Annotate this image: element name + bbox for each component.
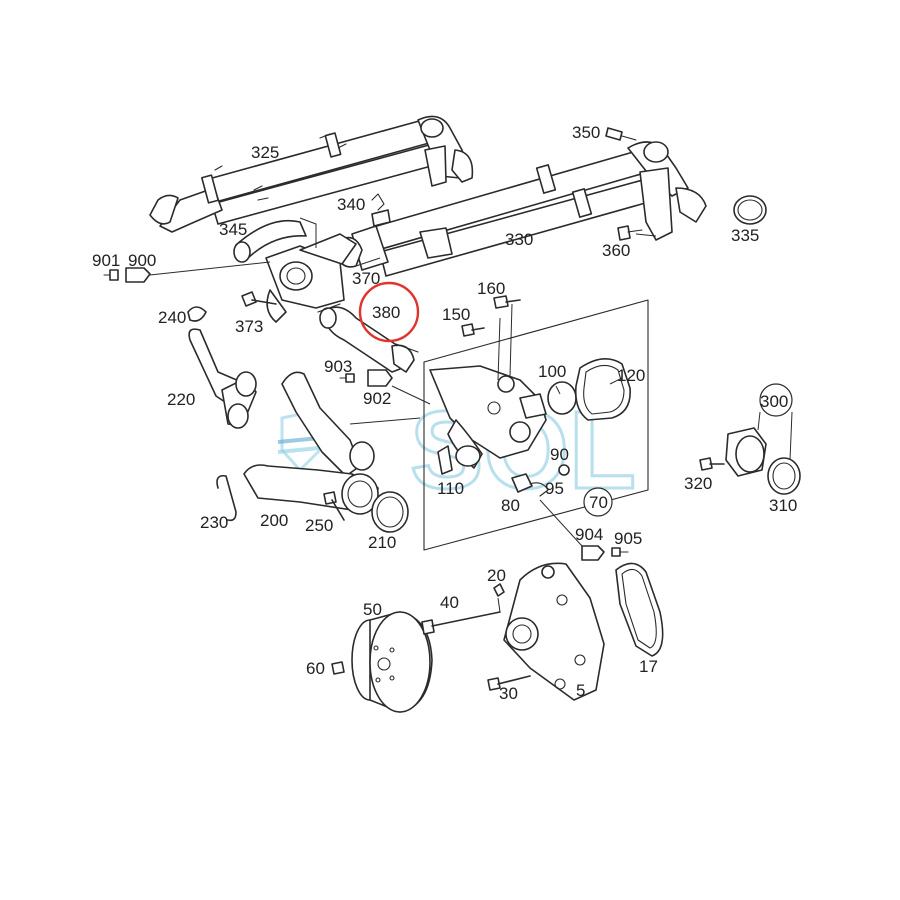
label-370: 370 <box>352 269 380 288</box>
label-90: 90 <box>550 445 569 464</box>
pump-assembly-box <box>423 299 649 551</box>
bolt-373 <box>241 291 277 307</box>
gasket-17 <box>615 562 664 657</box>
label-250: 250 <box>305 516 333 535</box>
label-904: 904 <box>575 525 603 544</box>
bolt-250 <box>323 491 345 521</box>
label-380: 380 <box>372 303 400 322</box>
label-325: 325 <box>251 143 279 162</box>
label-345: 345 <box>219 220 247 239</box>
label-5: 5 <box>576 681 585 700</box>
label-340: 340 <box>337 195 365 214</box>
bolt-60 <box>331 661 345 675</box>
thermostat-housing-370 <box>265 233 357 323</box>
label-120: 120 <box>617 366 645 385</box>
label-210: 210 <box>368 533 396 552</box>
label-300: 300 <box>760 392 788 411</box>
label-330: 330 <box>505 230 533 249</box>
gasket-100-120 <box>547 358 631 421</box>
bolt-20-30 <box>487 583 531 691</box>
label-900: 900 <box>128 251 156 270</box>
label-70: 70 <box>589 493 608 512</box>
label-373: 373 <box>235 317 263 336</box>
label-110: 110 <box>437 479 464 498</box>
label-360: 360 <box>602 241 630 260</box>
label-50: 50 <box>363 600 382 619</box>
sensor-80-90-95 <box>511 464 570 497</box>
connectors-904-905 <box>581 545 629 561</box>
label-17: 17 <box>639 657 658 676</box>
label-905: 905 <box>614 529 642 548</box>
hose-220 <box>187 306 257 429</box>
label-230: 230 <box>200 513 228 532</box>
leader-lines <box>149 217 793 613</box>
small-fasteners-upper <box>371 127 643 241</box>
label-150: 150 <box>442 305 470 324</box>
bolts-150-160 <box>461 295 521 337</box>
water-pump-5 <box>503 562 605 701</box>
label-200: 200 <box>260 511 288 530</box>
label-20: 20 <box>487 566 506 585</box>
pump-housing <box>429 365 547 475</box>
label-902: 902 <box>363 389 391 408</box>
label-95: 95 <box>545 479 564 498</box>
label-903: 903 <box>324 357 352 376</box>
label-320: 320 <box>684 474 712 493</box>
part-labels: 325 350 340 345 330 335 360 901 900 370 … <box>92 123 797 703</box>
label-335: 335 <box>731 226 759 245</box>
label-160: 160 <box>477 279 505 298</box>
circled-300 <box>759 383 793 417</box>
hose-345 <box>233 219 307 263</box>
hose-200 <box>243 371 379 515</box>
label-60: 60 <box>306 659 325 678</box>
pulley-50 <box>351 611 433 713</box>
label-220: 220 <box>167 390 195 409</box>
highlight-circle <box>358 281 420 343</box>
o-ring-335 <box>733 195 767 225</box>
label-350: 350 <box>572 123 600 142</box>
clamp-230 <box>216 474 237 522</box>
bolt-40 <box>421 611 501 635</box>
coolant-pipe-325 <box>149 115 474 233</box>
label-901: 901 <box>92 251 120 270</box>
label-40: 40 <box>440 593 459 612</box>
label-30: 30 <box>499 684 518 703</box>
label-310: 310 <box>769 496 797 515</box>
label-240: 240 <box>158 308 186 327</box>
hose-380 <box>317 303 419 373</box>
connectors <box>103 267 393 387</box>
circled-70 <box>583 487 613 517</box>
seal-210 <box>371 491 409 533</box>
label-100: 100 <box>538 362 566 381</box>
thermostat-300 <box>699 427 801 495</box>
label-80: 80 <box>501 496 520 515</box>
